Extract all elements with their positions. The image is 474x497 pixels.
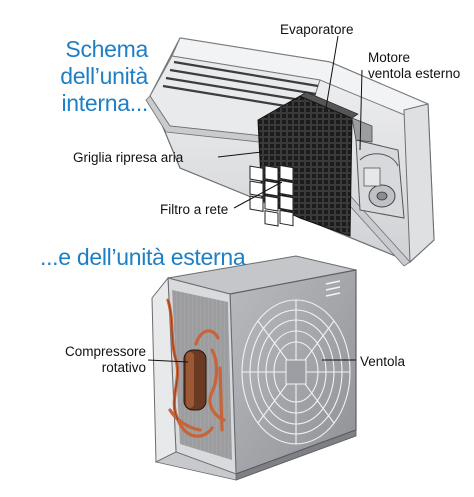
- compressor: [183, 349, 207, 411]
- label-griglia: Griglia ripresa aria: [73, 150, 184, 165]
- label-motore-line2: ventola esterno: [368, 66, 461, 81]
- label-compressore: Compressore rotativo: [44, 344, 146, 376]
- filter-grid: [249, 164, 294, 227]
- indoor-heading-line3: interna...: [61, 90, 149, 116]
- leader-griglia: [217, 151, 263, 158]
- fan-hub: [285, 359, 307, 385]
- indoor-heading-line2: dell’unità: [60, 63, 148, 89]
- indoor-heading: Schema dell’unità interna...: [40, 36, 148, 117]
- leader-compressore: [147, 359, 189, 363]
- indoor-heading-line1: Schema: [65, 36, 148, 62]
- label-evaporatore: Evaporatore: [280, 22, 354, 37]
- label-motore-ventola: Motore ventola esterno: [368, 50, 460, 82]
- label-ventola: Ventola: [360, 354, 406, 369]
- leader-evaporatore: [325, 35, 339, 109]
- label-compressore-line2: rotativo: [101, 360, 146, 375]
- outdoor-unit: [151, 255, 357, 481]
- label-motore-line1: Motore: [368, 50, 411, 65]
- label-filtro: Filtro a rete: [160, 202, 229, 217]
- indoor-fan-motor: [351, 117, 405, 219]
- leader-filtro: [233, 181, 283, 209]
- outdoor-heading: ...e dell’unità esterna: [40, 244, 246, 270]
- indoor-unit: [145, 37, 435, 267]
- label-compressore-line1: Compressore: [64, 344, 146, 359]
- leader-motore: [359, 69, 363, 151]
- leader-lines: [147, 35, 363, 363]
